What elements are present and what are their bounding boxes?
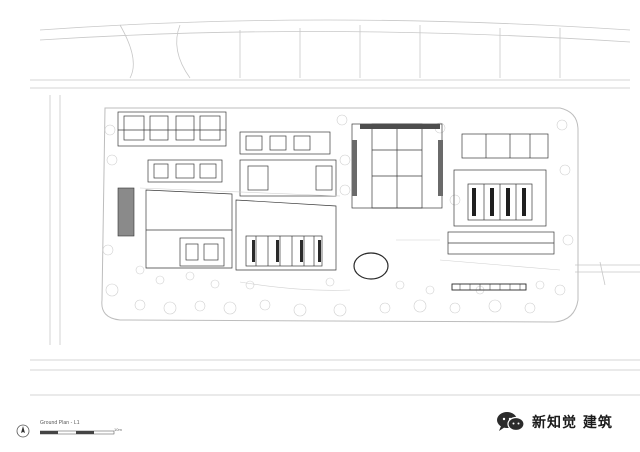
site-paths	[139, 187, 561, 291]
building-center-south	[235, 199, 337, 271]
landscape-trees	[102, 114, 574, 317]
building-center-north	[239, 131, 337, 197]
scale-label: 10m	[114, 427, 122, 432]
context-roads	[30, 19, 640, 396]
building-southwest	[145, 189, 233, 269]
building-northwest	[117, 111, 227, 147]
building-east-main	[453, 169, 547, 227]
north-arrow-icon	[16, 424, 30, 438]
tower-side-right	[438, 140, 443, 196]
canopy-strip	[451, 283, 527, 291]
tower-side-left	[352, 140, 357, 196]
building-east-north	[461, 133, 549, 159]
scale-bar	[40, 430, 115, 435]
core-fills-center	[252, 240, 321, 262]
tower-roof-strip	[360, 124, 440, 129]
watermark: 新知觉 建筑	[496, 410, 613, 434]
watermark-text: 新知觉 建筑	[532, 415, 613, 431]
canopy-ribs	[459, 284, 521, 290]
core-fills-east	[472, 188, 526, 216]
site-boundary	[101, 107, 579, 323]
parking-block	[117, 187, 135, 237]
plaza-oval	[353, 252, 389, 280]
wechat-icon	[497, 412, 525, 432]
building-tower-north	[351, 123, 443, 209]
building-east-podium	[447, 231, 555, 255]
building-west-middle	[147, 159, 223, 183]
plan-caption: Ground Plan - L1	[40, 420, 80, 426]
